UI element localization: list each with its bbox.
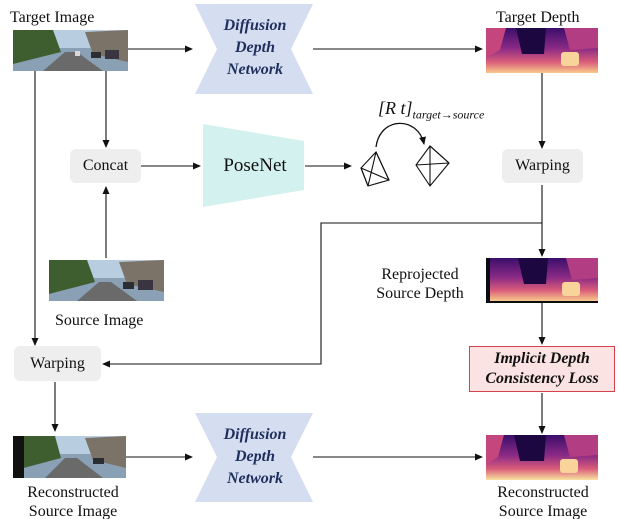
posenet-label: PoseNet: [223, 155, 287, 176]
concat-node: Concat: [70, 149, 141, 183]
diffusion-network-bottom-label: Diffusion Depth Network: [210, 424, 300, 490]
rotation-arc-arrow-icon: [375, 122, 426, 148]
loss-line2: Consistency Loss: [485, 370, 599, 387]
pose-label: [R t]target→source: [378, 96, 484, 127]
edge-branch-to-warping-image: [102, 222, 542, 368]
warping-image-node: Warping: [14, 346, 101, 381]
reprojected-label-line1: Reprojected: [381, 266, 459, 283]
pose-label-subscript: target→source: [412, 107, 485, 122]
target-image-label: Target Image: [10, 9, 95, 26]
source-image-thumbnail: [49, 260, 164, 301]
diffusion-bottom-line1: Diffusion: [223, 426, 287, 443]
reprojected-label-line2: Source Depth: [376, 285, 464, 302]
diffusion-network-top-label: Diffusion Depth Network: [210, 15, 300, 81]
diffusion-top-line1: Diffusion: [223, 17, 287, 34]
diffusion-bottom-line2: Depth: [235, 448, 275, 465]
reprojected-depth-thumbnail: [486, 258, 598, 303]
target-depth-thumbnail: [486, 28, 598, 73]
reconstructed-depth-thumbnail: [486, 435, 598, 480]
diffusion-top-line3: Network: [227, 61, 283, 78]
camera-frustum-icon: [360, 151, 390, 187]
diffusion-bottom-line3: Network: [227, 470, 283, 487]
reconstructed-image-thumbnail: [13, 436, 126, 478]
loss-line1: Implicit Depth: [494, 350, 590, 367]
recon-image-label-line1: Reconstructed: [27, 484, 119, 501]
implicit-depth-consistency-loss: Implicit Depth Consistency Loss: [469, 346, 615, 392]
camera-frustum-icon: [415, 145, 450, 187]
diffusion-network-bottom-shape: [195, 413, 313, 502]
recon-depth-label-line2: Source Image: [498, 503, 588, 519]
target-image-thumbnail: [13, 30, 128, 71]
recon-depth-label-line1: Reconstructed: [497, 484, 589, 501]
posenet-shape: [203, 124, 304, 207]
pose-label-base: [R t]: [378, 98, 413, 118]
diffusion-top-line2: Depth: [235, 39, 275, 56]
diffusion-network-top-shape: [195, 4, 313, 94]
target-depth-label: Target Depth: [496, 9, 580, 26]
recon-image-label-line2: Source Image: [28, 503, 118, 519]
warping-depth-node: Warping: [502, 149, 583, 183]
source-image-label: Source Image: [55, 312, 144, 329]
